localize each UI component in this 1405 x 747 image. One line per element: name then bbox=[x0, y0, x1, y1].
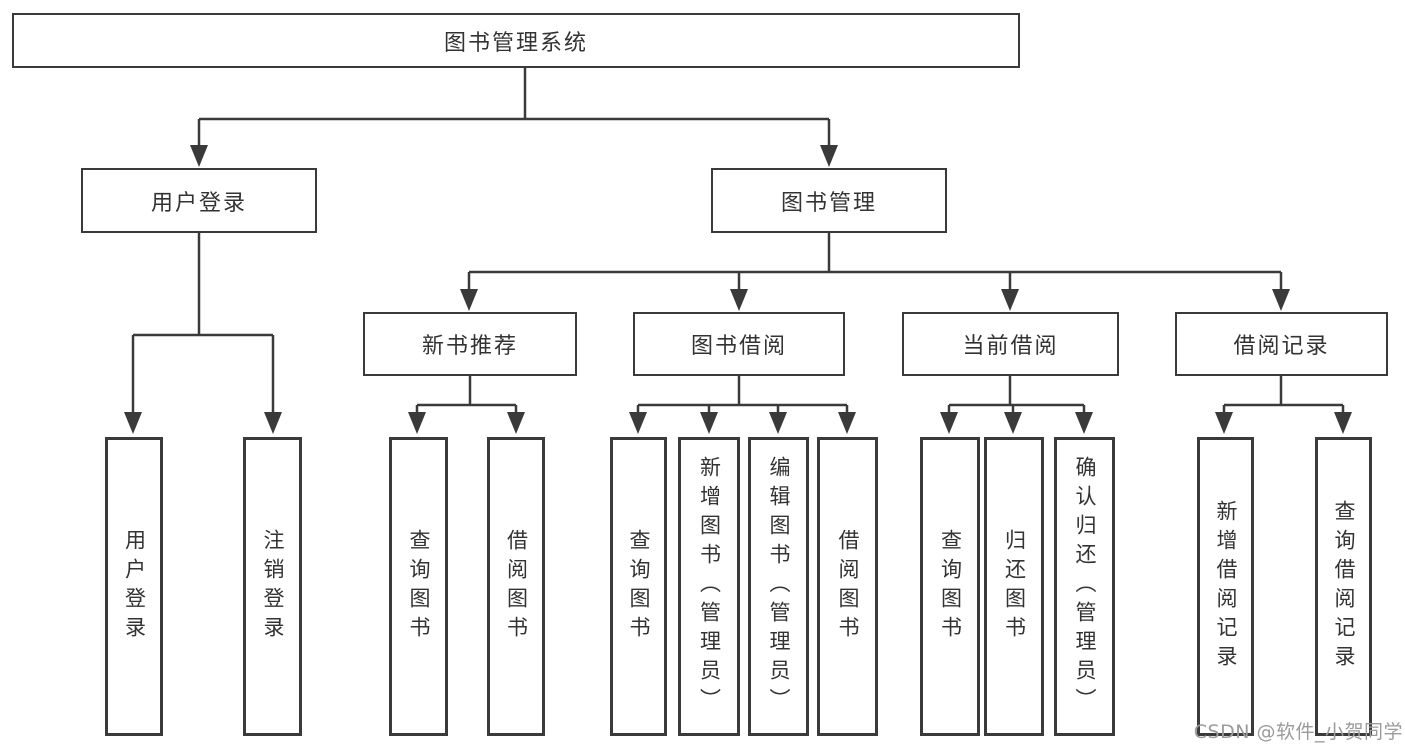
leaf-query-books-recommendation: 查询图书 bbox=[389, 437, 448, 736]
node-current-borrowing: 当前借阅 bbox=[902, 312, 1119, 376]
node-library-management-system: 图书管理系统 bbox=[12, 13, 1020, 68]
leaf-add-book-admin: 新增图书（管理员） bbox=[678, 437, 740, 736]
connector-segments bbox=[131, 68, 1345, 420]
node-label: 查询图书 bbox=[938, 528, 963, 645]
node-new-book-recommendation: 新书推荐 bbox=[363, 312, 577, 376]
node-user-login: 用户登录 bbox=[81, 168, 317, 233]
leaf-add-borrowing-record: 新增借阅记录 bbox=[1197, 437, 1254, 736]
node-label: 用户登录 bbox=[150, 190, 247, 216]
node-label: 编辑图书（管理员） bbox=[767, 456, 791, 717]
node-label: 借阅图书 bbox=[836, 528, 860, 645]
leaf-query-books-borrowing: 查询图书 bbox=[610, 437, 667, 736]
node-label: 查询图书 bbox=[627, 528, 651, 645]
node-label: 新书推荐 bbox=[421, 334, 518, 359]
node-label: 图书管理系统 bbox=[443, 30, 588, 56]
leaf-query-borrowing-record: 查询借阅记录 bbox=[1315, 437, 1372, 736]
leaf-user-login: 用户登录 bbox=[105, 437, 163, 736]
leaf-confirm-return-admin: 确认归还（管理员） bbox=[1054, 437, 1115, 736]
leaf-return-books: 归还图书 bbox=[984, 437, 1044, 736]
node-label: 图书借阅 bbox=[690, 334, 787, 359]
leaf-logout: 注销登录 bbox=[243, 437, 302, 736]
leaf-borrow-books-borrowing: 借阅图书 bbox=[817, 437, 878, 736]
leaf-query-books-current: 查询图书 bbox=[920, 437, 980, 736]
node-label: 新增图书（管理员） bbox=[697, 456, 722, 717]
arrowheads bbox=[124, 145, 1352, 434]
node-label: 查询图书 bbox=[407, 528, 431, 645]
watermark: CSDN @软件_小贺同学 bbox=[1193, 721, 1403, 743]
leaf-borrow-books-recommendation: 借阅图书 bbox=[487, 437, 545, 736]
node-book-borrowing: 图书借阅 bbox=[633, 312, 845, 376]
node-label: 确认归还（管理员） bbox=[1073, 456, 1097, 717]
node-borrowing-records: 借阅记录 bbox=[1175, 312, 1388, 376]
node-label: 查询借阅记录 bbox=[1332, 499, 1356, 674]
node-label: 新增借阅记录 bbox=[1214, 499, 1238, 674]
node-label: 当前借阅 bbox=[962, 334, 1059, 359]
node-label: 借阅图书 bbox=[504, 528, 529, 645]
node-label: 注销登录 bbox=[261, 528, 285, 645]
node-label: 归还图书 bbox=[1002, 528, 1027, 645]
node-book-management: 图书管理 bbox=[711, 168, 947, 233]
leaf-edit-book-admin: 编辑图书（管理员） bbox=[748, 437, 809, 736]
node-label: 用户登录 bbox=[122, 528, 147, 645]
node-label: 借阅记录 bbox=[1233, 334, 1330, 359]
node-label: 图书管理 bbox=[780, 190, 877, 216]
